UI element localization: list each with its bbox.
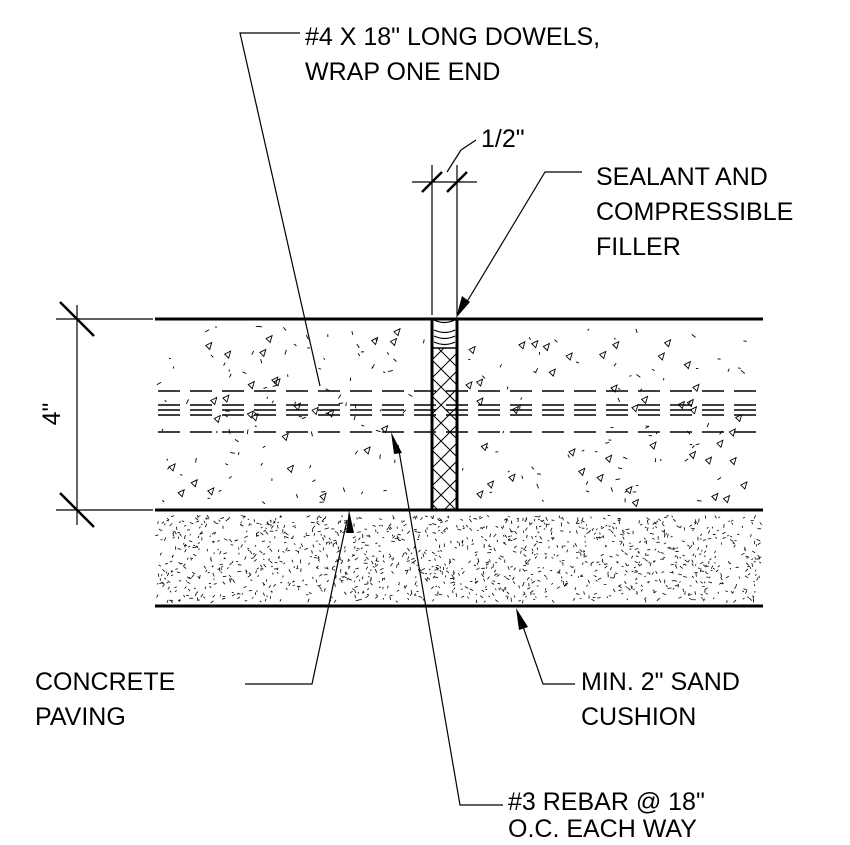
sand-leader (519, 617, 575, 685)
sealant-arrow (456, 296, 470, 318)
sealant-label-line1: SEALANT AND (596, 163, 768, 191)
concrete-arrow (346, 510, 354, 533)
dowels-label-line1: #4 X 18" LONG DOWELS, (305, 23, 600, 51)
thickness-dimension (56, 301, 153, 528)
dowels-leader (239, 32, 321, 387)
joint-width-dimension (412, 139, 477, 315)
joint-width-label: 1/2" (481, 125, 525, 153)
sand-arrow (516, 608, 528, 630)
concrete-slab-hatch (156, 325, 748, 508)
concrete-label-line1: CONCRETE (35, 668, 175, 696)
sealant-leader (461, 171, 582, 311)
sealant-label-line3: FILLER (596, 233, 681, 261)
sand-label-line2: CUSHION (581, 703, 696, 731)
sand-label-line1: MIN. 2" SAND (581, 668, 740, 696)
sealant-label-line2: COMPRESSIBLE (596, 198, 793, 226)
concrete-leader (245, 519, 348, 685)
sealant (431, 318, 458, 346)
sand-cushion-hatch (155, 514, 763, 604)
rebar-label-line2: O.C. EACH WAY (508, 815, 697, 843)
concrete-label-line2: PAVING (35, 703, 126, 731)
dowel-lines (158, 390, 763, 433)
dowels-label-line2: WRAP ONE END (305, 58, 500, 86)
rebar-label-line1: #3 REBAR @ 18" (508, 788, 705, 816)
thickness-label: 4" (38, 403, 66, 426)
rebar-arrow (391, 432, 402, 454)
rebar-leader (397, 444, 503, 806)
compressible-filler (432, 348, 457, 510)
